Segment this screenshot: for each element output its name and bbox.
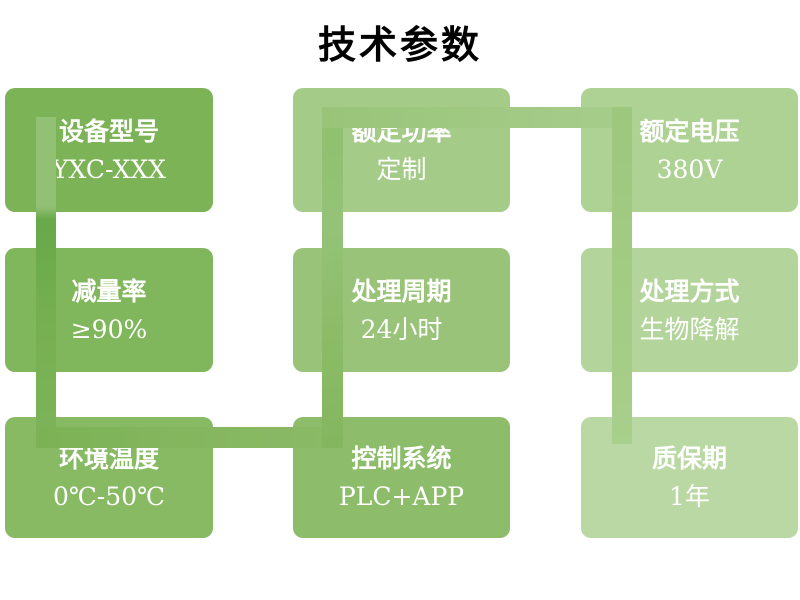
connector-bottom-horizontal [36, 427, 343, 448]
card-value: 1年 [669, 482, 710, 511]
connector-middle-vertical [322, 107, 343, 448]
card-label: 控制系统 [351, 444, 452, 473]
card-value: 生物降解 [639, 314, 740, 344]
card-label: 额定电压 [639, 116, 740, 146]
page-title: 技术参数 [317, 23, 482, 67]
card-value: ≥90% [70, 314, 148, 344]
card-value: 定制 [376, 154, 427, 184]
connector-left-vertical [36, 117, 56, 448]
card-value: YXC-XXX [52, 154, 166, 184]
card-value: 0℃-50℃ [52, 482, 166, 511]
card-value: PLC+APP [338, 482, 465, 511]
card-value: 24小时 [360, 314, 443, 344]
card-label: 质保期 [651, 444, 727, 473]
card-label: 环境温度 [58, 444, 159, 473]
card-label: 处理方式 [639, 276, 740, 306]
card-label: 设备型号 [58, 116, 159, 146]
connector-top-horizontal [322, 107, 632, 128]
card-label: 处理周期 [351, 276, 452, 306]
card-value: 380V [656, 154, 723, 184]
connector-right-vertical [612, 107, 632, 444]
card-label: 减量率 [71, 276, 147, 306]
